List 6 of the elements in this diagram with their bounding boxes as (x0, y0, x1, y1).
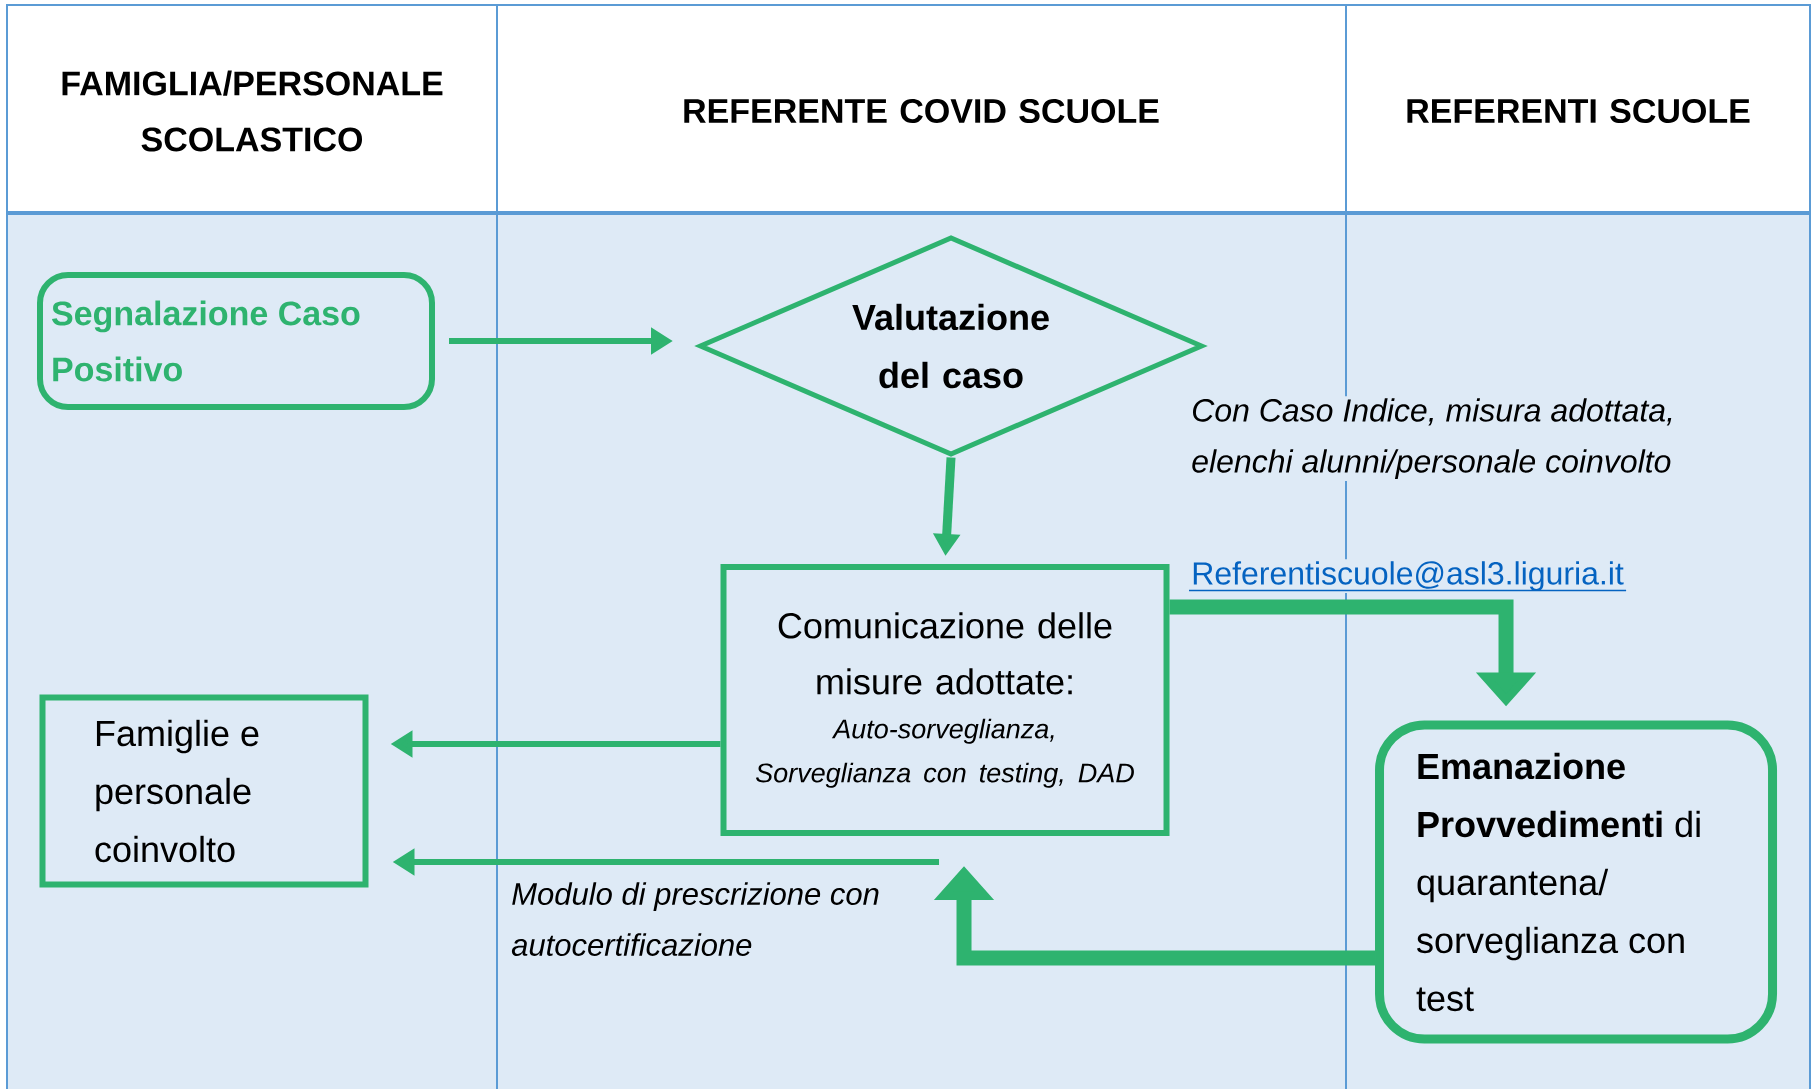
edge-label: Modulo di prescrizione con autocertificazione (511, 882, 879, 956)
email-link: Referentiscuole@asl3.liguria.it (1188, 559, 1627, 594)
process-box: Famiglie e personale coinvolto (39, 694, 369, 888)
process-box: Comunicazione delle misure adottate: Auto-sorveglianza, Sorveglianza con testing, DAD (720, 564, 1170, 836)
process-box: Segnalazione Caso Positivo (37, 272, 435, 410)
process-box: Emanazione Provvedimenti di quarantena/ sorveglianza con test (1375, 720, 1778, 1044)
